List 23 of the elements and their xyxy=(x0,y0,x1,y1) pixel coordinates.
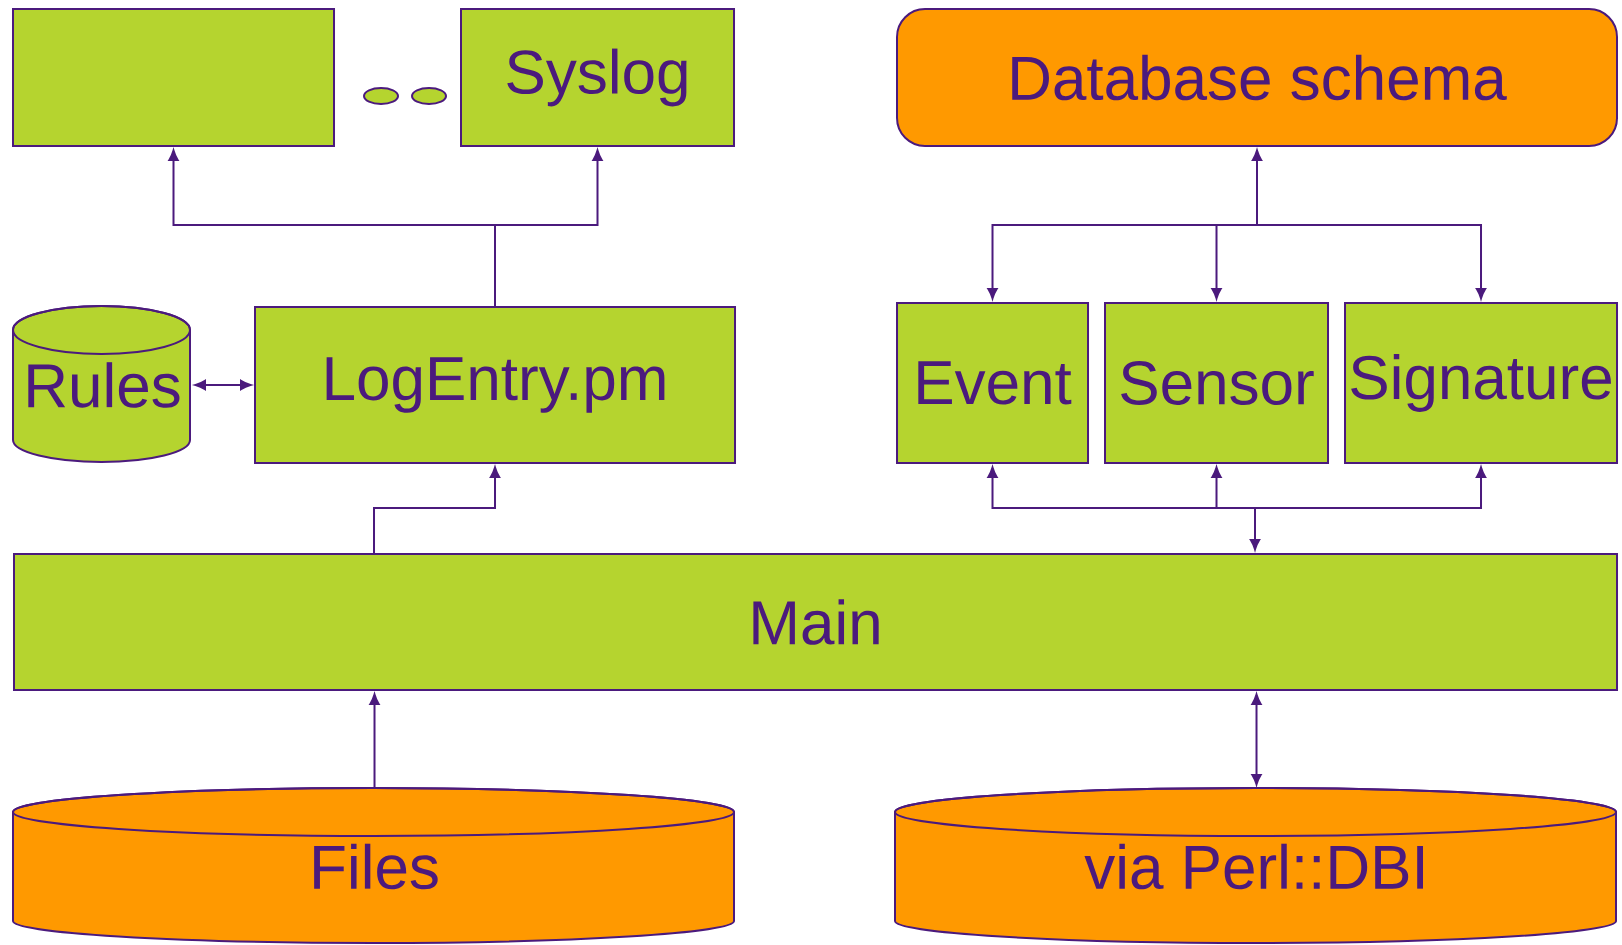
storage-cylinder: via Perl::DBI xyxy=(894,787,1617,944)
database-cylinder: Rules xyxy=(12,305,191,463)
arrow xyxy=(1254,466,1487,509)
arrow xyxy=(494,149,603,226)
arrow xyxy=(369,693,380,789)
arrow xyxy=(1251,149,1263,226)
arrow xyxy=(1211,466,1256,509)
arrow xyxy=(194,379,252,391)
component-box: Syslog xyxy=(460,8,735,147)
table-box: Sensor xyxy=(1104,302,1329,464)
arrow xyxy=(373,466,501,554)
module-box: LogEntry.pm xyxy=(254,306,736,464)
arrow xyxy=(1256,224,1487,300)
arrow xyxy=(1249,507,1261,551)
storage-cylinder: Files xyxy=(12,787,735,944)
schema-box: Database schema xyxy=(896,8,1618,147)
component-box xyxy=(12,8,335,147)
table-box: Signature xyxy=(1344,302,1618,464)
arrow xyxy=(1211,224,1258,300)
table-box: Event xyxy=(896,302,1089,464)
main-box: Main xyxy=(13,553,1618,691)
arrow xyxy=(1251,693,1262,786)
arrow xyxy=(168,149,496,226)
